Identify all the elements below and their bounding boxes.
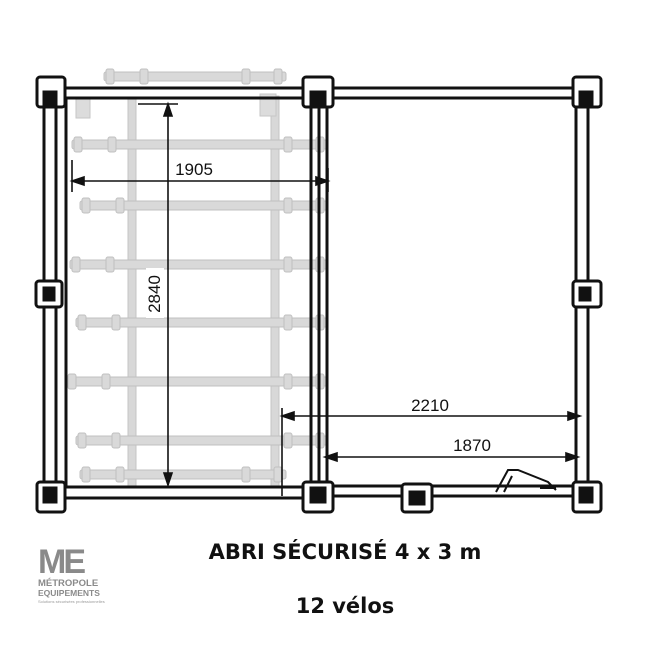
company-logo: ME MÉTROPOLE EQUIPEMENTS Solutions sécur… [36, 545, 106, 607]
dimension-label-1905: 1905 [175, 160, 213, 179]
door-swing [495, 469, 557, 493]
logo-mark: ME [38, 543, 86, 581]
bike-bar-clamp [101, 373, 111, 390]
bike-bar-clamp [283, 197, 293, 214]
bike-bar-clamp [139, 68, 149, 85]
frame-posts [34, 75, 603, 514]
logo-line-2: EQUIPEMENTS [38, 588, 100, 598]
bike-bar-clamp [105, 256, 115, 273]
bike-bar-clamp [241, 466, 251, 483]
dimension-label-2840: 2840 [145, 275, 164, 313]
bike-bar-clamp [71, 256, 81, 273]
bike-bar-clamp [111, 314, 121, 331]
dimension-label-2210: 2210 [411, 396, 449, 415]
bike-bar [79, 469, 287, 480]
bike-bar-clamp [67, 373, 77, 390]
bike-bar-clamp [283, 136, 293, 153]
bike-bar-clamp [283, 314, 293, 331]
bike-bar-clamp [273, 466, 283, 483]
bike-bar-clamp [283, 373, 293, 390]
bike-bar-clamp [115, 466, 125, 483]
dimension-labels: 1905 2840 2210 1870 [145, 160, 491, 455]
dimension-label-1870: 1870 [453, 436, 491, 455]
bike-bar-clamp [81, 197, 91, 214]
bike-bar-clamp [107, 136, 117, 153]
dimension-lines [69, 101, 583, 496]
logo-tagline: Solutions sécurisées professionnelles [38, 599, 105, 604]
bike-bar-clamp [105, 68, 115, 85]
bike-bar-clamp [241, 68, 251, 85]
bike-bar-clamp [115, 197, 125, 214]
caption-title: ABRI SÉCURISÉ 4 x 3 m [208, 540, 482, 564]
bike-bar-clamp [273, 68, 283, 85]
bike-bar-clamp [283, 432, 293, 449]
caption-subtitle: 12 vélos [295, 594, 395, 618]
bike-bar-clamp [77, 432, 87, 449]
bike-bar-clamp [77, 314, 87, 331]
bike-bar-clamp [81, 466, 91, 483]
bike-bar-clamp [73, 136, 83, 153]
shelter-frame [42, 80, 600, 506]
bike-bar-clamp [111, 432, 121, 449]
logo-line-1: MÉTROPOLE [38, 578, 99, 589]
bike-racks [65, 68, 329, 489]
bike-bar [103, 71, 287, 82]
bike-bar-clamp [283, 256, 293, 273]
